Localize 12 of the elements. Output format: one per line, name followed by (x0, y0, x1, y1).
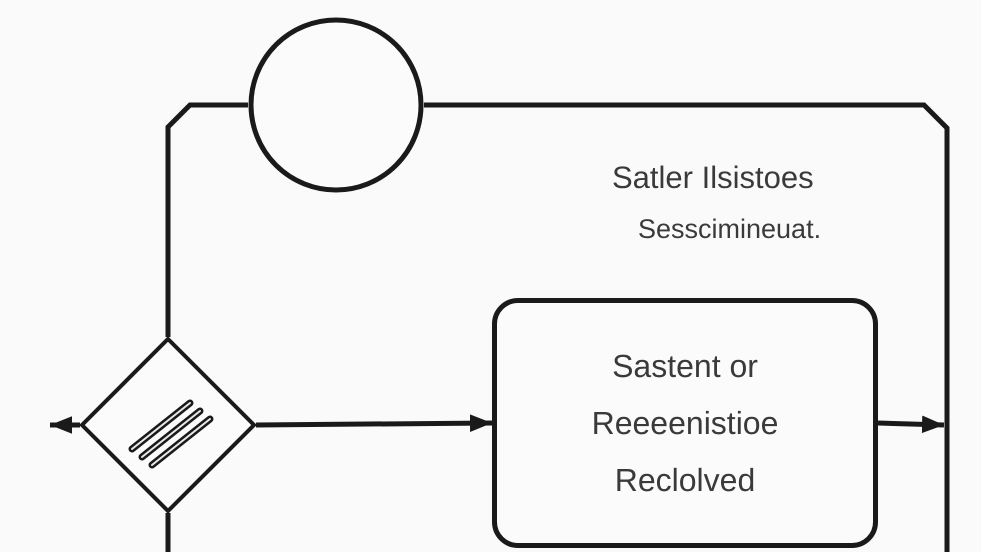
start-circle (248, 17, 424, 193)
process-box (492, 298, 878, 548)
connector-line (424, 102, 950, 552)
connector-line (166, 102, 248, 337)
arrow (50, 416, 80, 434)
decision-diamond (80, 337, 256, 513)
connector-line (166, 513, 170, 552)
annotation-text: Sesscimineuat. (638, 214, 822, 245)
arrow (878, 416, 944, 434)
arrow (256, 414, 492, 432)
process-label: Sastent or Reeeenistioe Reclolved (590, 346, 780, 500)
annotation-text: Satler Ilsistoes (612, 160, 814, 196)
